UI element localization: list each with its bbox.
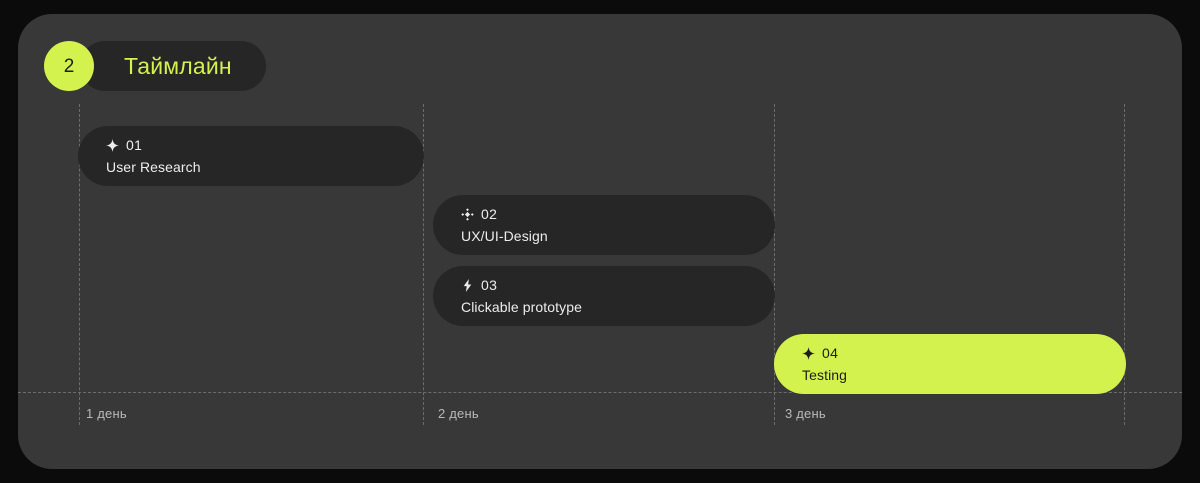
diamond-cluster-icon [461,207,474,221]
timeline-card-01-title: User Research [106,159,201,175]
timeline-card-03-meta: 03 [461,277,775,293]
timeline-card-04-meta: 04 [802,345,1126,361]
timeline-panel: 2 Таймлайн 1 день 2 день 3 день 01 User … [18,14,1182,469]
timeline-card-02-number: 02 [481,206,498,222]
timeline-card-01-number: 01 [126,137,143,153]
timeline-card-04-title: Testing [802,367,848,383]
gridline-day-1 [79,104,80,425]
timeline-card-04[interactable]: 04 Testing [774,334,1126,394]
sparkle-icon [106,138,119,152]
axis-label-day-3: 3 день [785,406,826,421]
lightning-bolt-icon [461,278,474,292]
timeline-card-03[interactable]: 03 Clickable prototype [433,266,775,326]
gridline-day-end [1124,104,1125,425]
step-number-badge: 2 [44,41,94,91]
timeline-card-03-title: Clickable prototype [461,299,582,315]
timeline-card-01-meta: 01 [106,137,424,153]
timeline-card-02-meta: 02 [461,206,775,222]
page-title: Таймлайн [80,41,266,91]
axis-label-day-2: 2 день [438,406,479,421]
timeline-card-04-number: 04 [822,345,839,361]
timeline-card-02[interactable]: 02 UX/UI-Design [433,195,775,255]
timeline-baseline [18,392,1182,393]
axis-label-day-1: 1 день [86,406,127,421]
sparkle-icon [802,346,815,360]
gridline-day-3 [774,104,775,425]
timeline-card-01[interactable]: 01 User Research [78,126,424,186]
panel-header: 2 Таймлайн [44,41,266,91]
timeline-card-03-number: 03 [481,277,498,293]
timeline-card-02-title: UX/UI-Design [461,228,548,244]
gridline-day-2 [423,104,424,425]
